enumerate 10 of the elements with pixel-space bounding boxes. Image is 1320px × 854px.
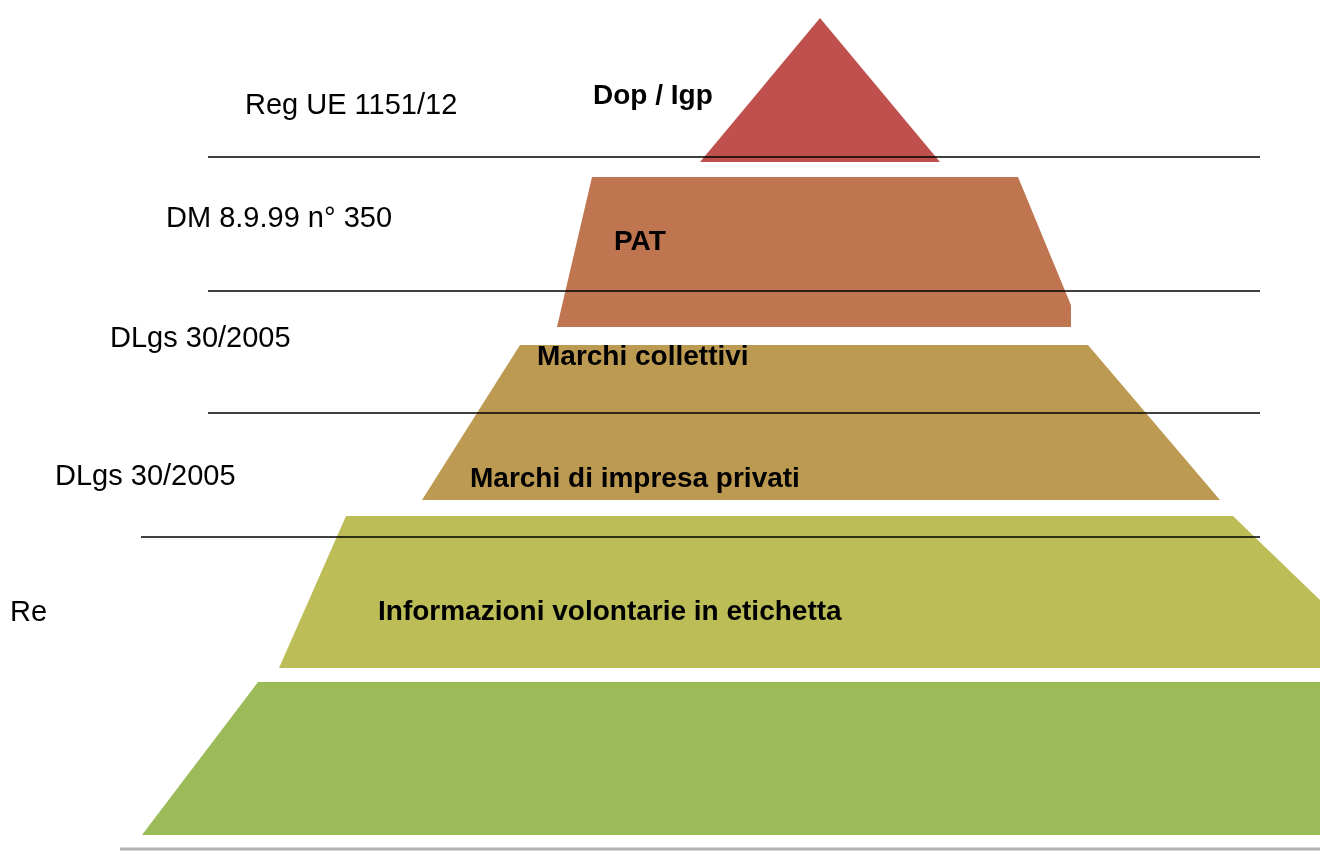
- tier-label: Informazioni volontarie in etichetta: [378, 594, 842, 628]
- regulation-label: DLgs 30/2005: [110, 320, 291, 354]
- tier-label: Dop / Igp: [593, 78, 713, 112]
- tier-label: PAT: [614, 224, 666, 258]
- tier-label: Marchi di impresa privati: [470, 461, 800, 495]
- regulation-label: DM 8.9.99 n° 350: [166, 200, 392, 234]
- tier-label: Marchi collettivi: [537, 339, 749, 373]
- regulation-label: DLgs 30/2005: [55, 458, 236, 492]
- regulation-label: Re: [10, 594, 48, 628]
- regulation-label: Reg UE 1151/12: [245, 87, 458, 121]
